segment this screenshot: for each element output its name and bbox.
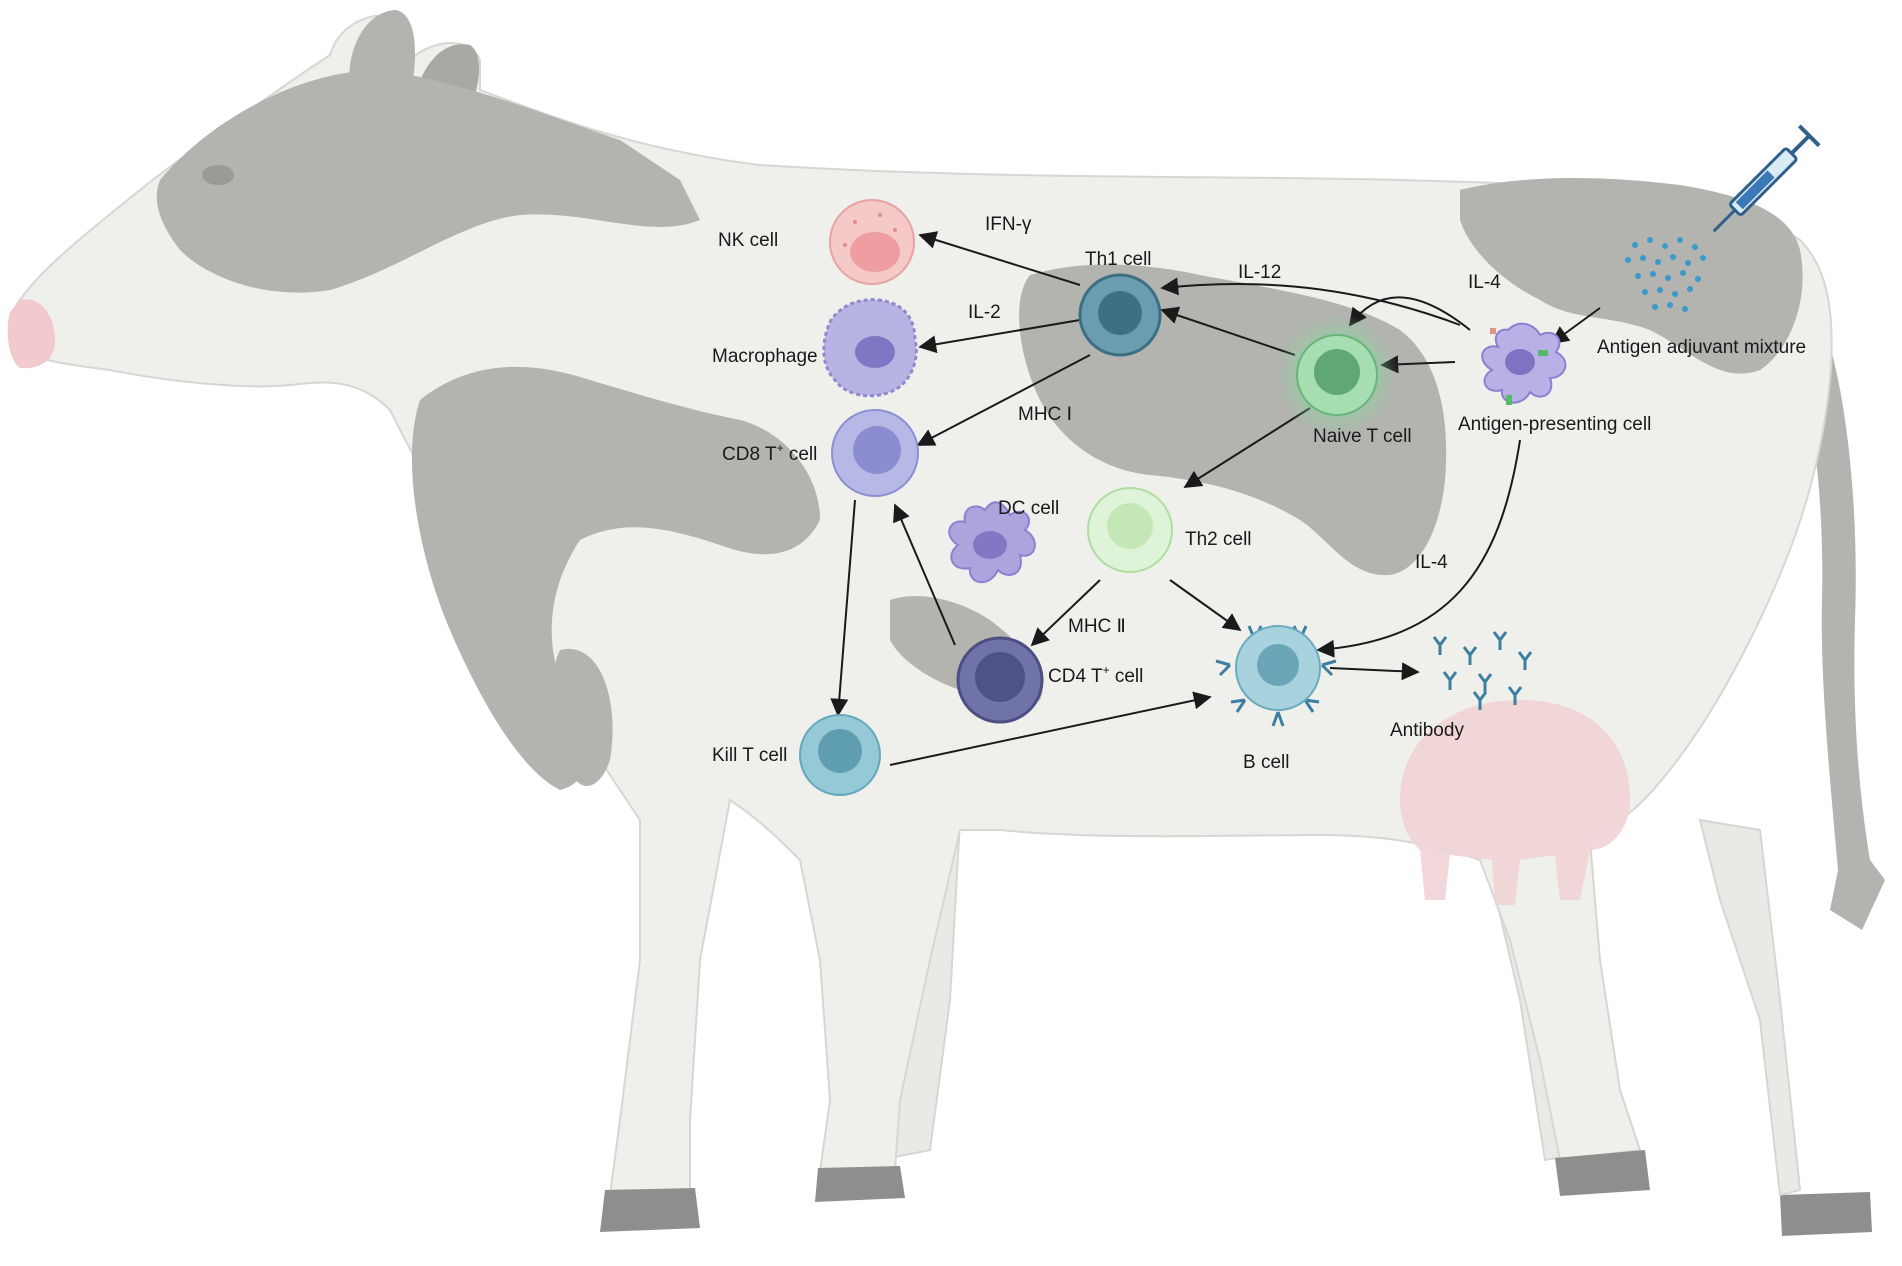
antibody-icon bbox=[1432, 631, 1533, 710]
label-th1-cell: Th1 cell bbox=[1085, 249, 1152, 270]
label-il4-mid: IL-4 bbox=[1415, 552, 1448, 573]
label-cd4-t-cell: CD4 T+ cell bbox=[1048, 663, 1143, 687]
label-cd8-t-cell: CD8 T+ cell bbox=[722, 441, 817, 465]
arrow-th1-to-nk bbox=[918, 231, 1081, 286]
th2-cell-icon bbox=[1087, 487, 1173, 573]
cow-hind-near-leg bbox=[1698, 818, 1802, 1197]
antigen-presenting-cell-icon bbox=[1481, 322, 1567, 405]
syringe-icon bbox=[1712, 124, 1821, 233]
cow-hoof-front-far bbox=[815, 1166, 905, 1202]
arrow-cd8-to-killt bbox=[830, 499, 856, 717]
cow-tail bbox=[1780, 270, 1885, 930]
label-il12: IL-12 bbox=[1238, 262, 1281, 283]
cow-hoof-hind-near bbox=[1555, 1150, 1650, 1196]
kill-t-cell-icon bbox=[799, 714, 881, 796]
label-nk-cell: NK cell bbox=[718, 230, 778, 251]
dc-cell-icon bbox=[948, 501, 1036, 584]
arrow-th1-to-cd8 bbox=[916, 354, 1091, 446]
arrow-adjuvant-to-apc bbox=[1550, 307, 1601, 345]
cow-udder bbox=[1400, 700, 1630, 905]
arrow-th1-to-macrophage bbox=[918, 319, 1081, 354]
macrophage-icon bbox=[822, 298, 918, 398]
label-b-cell: B cell bbox=[1243, 752, 1289, 773]
label-th2-cell: Th2 cell bbox=[1185, 529, 1252, 550]
arrows bbox=[830, 231, 1601, 766]
th1-cell-icon bbox=[1078, 273, 1162, 357]
cow-hoof-hind-far bbox=[1780, 1192, 1872, 1236]
arrow-th2-to-cd4 bbox=[1030, 579, 1101, 647]
label-antigen-adjuvant: Antigen adjuvant mixture bbox=[1597, 337, 1806, 358]
arrow-naive-to-th1 bbox=[1160, 306, 1296, 356]
cow-head-spot bbox=[156, 70, 701, 293]
arrow-th2-to-bcell bbox=[1169, 579, 1242, 632]
cow-eye bbox=[202, 165, 234, 185]
cow-shoulder-spot bbox=[411, 366, 820, 790]
cd8-t-cell-icon bbox=[831, 409, 919, 497]
cow-hoof-front-near bbox=[600, 1188, 700, 1232]
label-dc-cell: DC cell bbox=[998, 498, 1059, 519]
cd4-t-cell-icon bbox=[956, 636, 1044, 724]
cow-front-leg-spot bbox=[552, 648, 613, 787]
naive-t-cell-icon bbox=[1275, 313, 1399, 437]
nk-cell-icon bbox=[829, 199, 915, 285]
arrow-killt-to-bcell bbox=[889, 691, 1212, 766]
label-kill-t: Kill T cell bbox=[712, 745, 787, 766]
label-mhc2: MHC Ⅱ bbox=[1068, 616, 1126, 637]
label-naive-t: Naive T cell bbox=[1313, 426, 1412, 447]
label-antibody: Antibody bbox=[1390, 720, 1464, 741]
arrow-bcell-to-antibody bbox=[1329, 662, 1420, 681]
arrow-apc-to-th1-il12 bbox=[1160, 277, 1461, 326]
arrow-apc-to-bcell-il4 bbox=[1316, 439, 1521, 658]
arrow-naive-to-th2 bbox=[1183, 407, 1311, 488]
label-il2: IL-2 bbox=[968, 302, 1001, 323]
label-mhc1: MHC Ⅰ bbox=[1018, 404, 1072, 425]
antigen-dots-icon bbox=[1625, 237, 1706, 312]
arrow-apc-to-naive-il4 bbox=[1348, 296, 1471, 331]
label-ifn-gamma: IFN-γ bbox=[985, 214, 1032, 235]
label-il4-top: IL-4 bbox=[1468, 272, 1501, 293]
cow-nose bbox=[7, 299, 56, 369]
b-cell-icon bbox=[1215, 625, 1337, 727]
label-apc: Antigen-presenting cell bbox=[1458, 414, 1651, 435]
cow-illustration bbox=[7, 10, 1885, 1236]
arrow-cd4-to-cd8 bbox=[893, 503, 956, 646]
label-macrophage: Macrophage bbox=[712, 346, 818, 367]
